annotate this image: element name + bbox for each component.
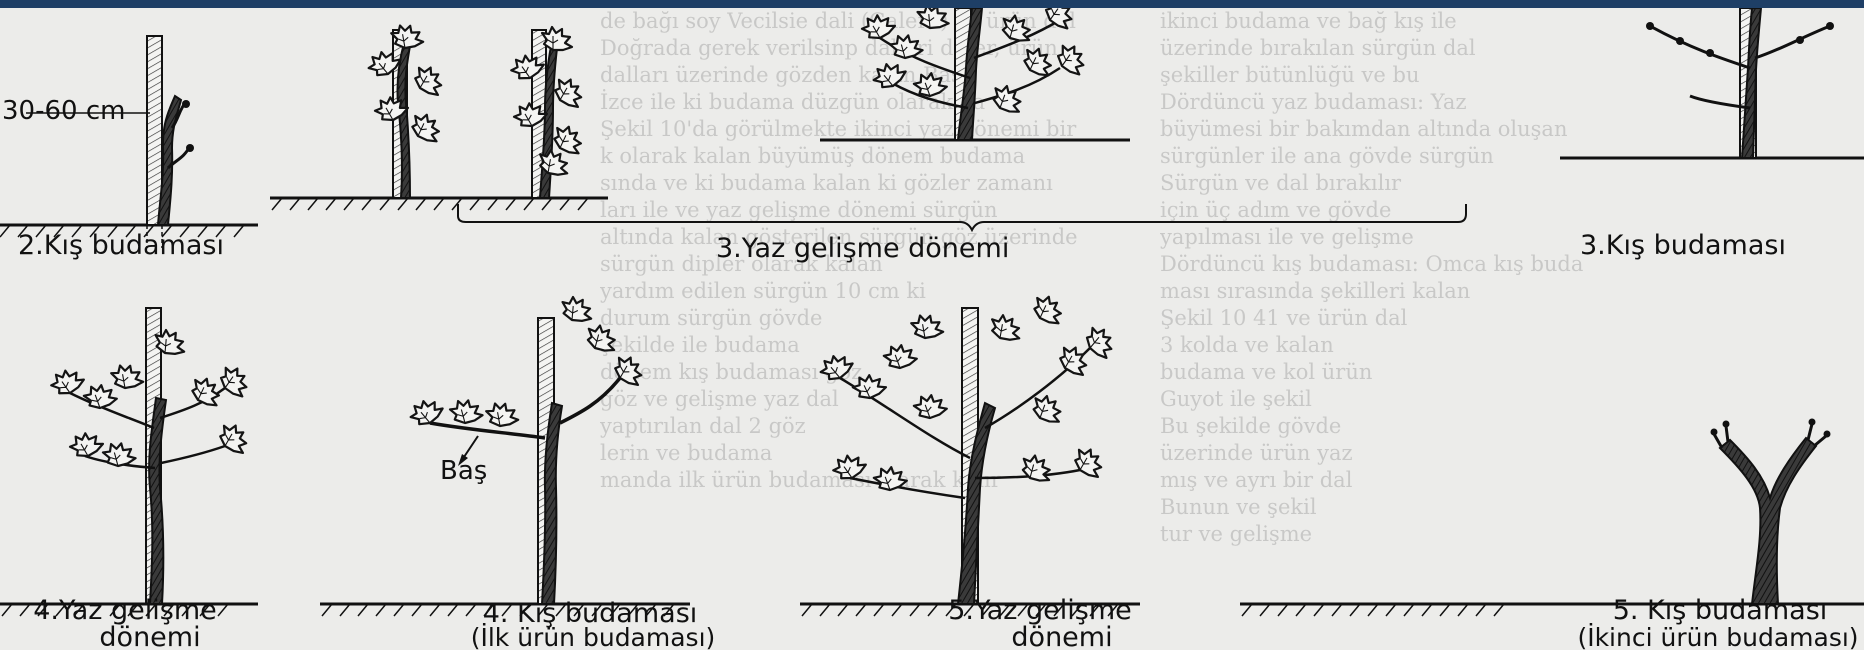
- caption-fig-3-winter: 3.Kış budaması: [1580, 230, 1786, 261]
- caption-fig-2-winter: 2.Kış budaması: [18, 230, 224, 261]
- fig-3-summer-growth: [270, 22, 608, 210]
- pruned-trunk: [1720, 438, 1816, 604]
- bas-label: Baş: [440, 456, 487, 487]
- grouping-brace: [458, 204, 1466, 230]
- caption-fig-5-summer-line2: dönemi: [1011, 622, 1112, 653]
- caption-fig-5-winter-line2: (İkinci ürün budaması): [1577, 622, 1858, 653]
- fig-4-winter-pruning: [320, 296, 690, 616]
- fig-3-winter-pruning: [1560, 8, 1864, 158]
- vine-pruning-illustration: [0, 8, 1864, 650]
- fig-5-winter-pruning: [1240, 419, 1864, 617]
- fig-3-canopy: [820, 8, 1130, 140]
- top-bar: [0, 0, 1864, 8]
- measure-label: 30-60 cm: [2, 96, 125, 127]
- caption-fig-4-summer-line2: dönemi: [99, 622, 200, 653]
- fig-5-summer-growth: [800, 293, 1140, 616]
- fig-2-winter-pruning: [0, 36, 258, 248]
- caption-fig-4-winter-line2: (İlk ürün budaması): [471, 622, 716, 653]
- fig-4-summer-growth: [0, 308, 258, 616]
- caption-fig-3-summer: 3.Yaz gelişme dönemi: [716, 233, 1009, 264]
